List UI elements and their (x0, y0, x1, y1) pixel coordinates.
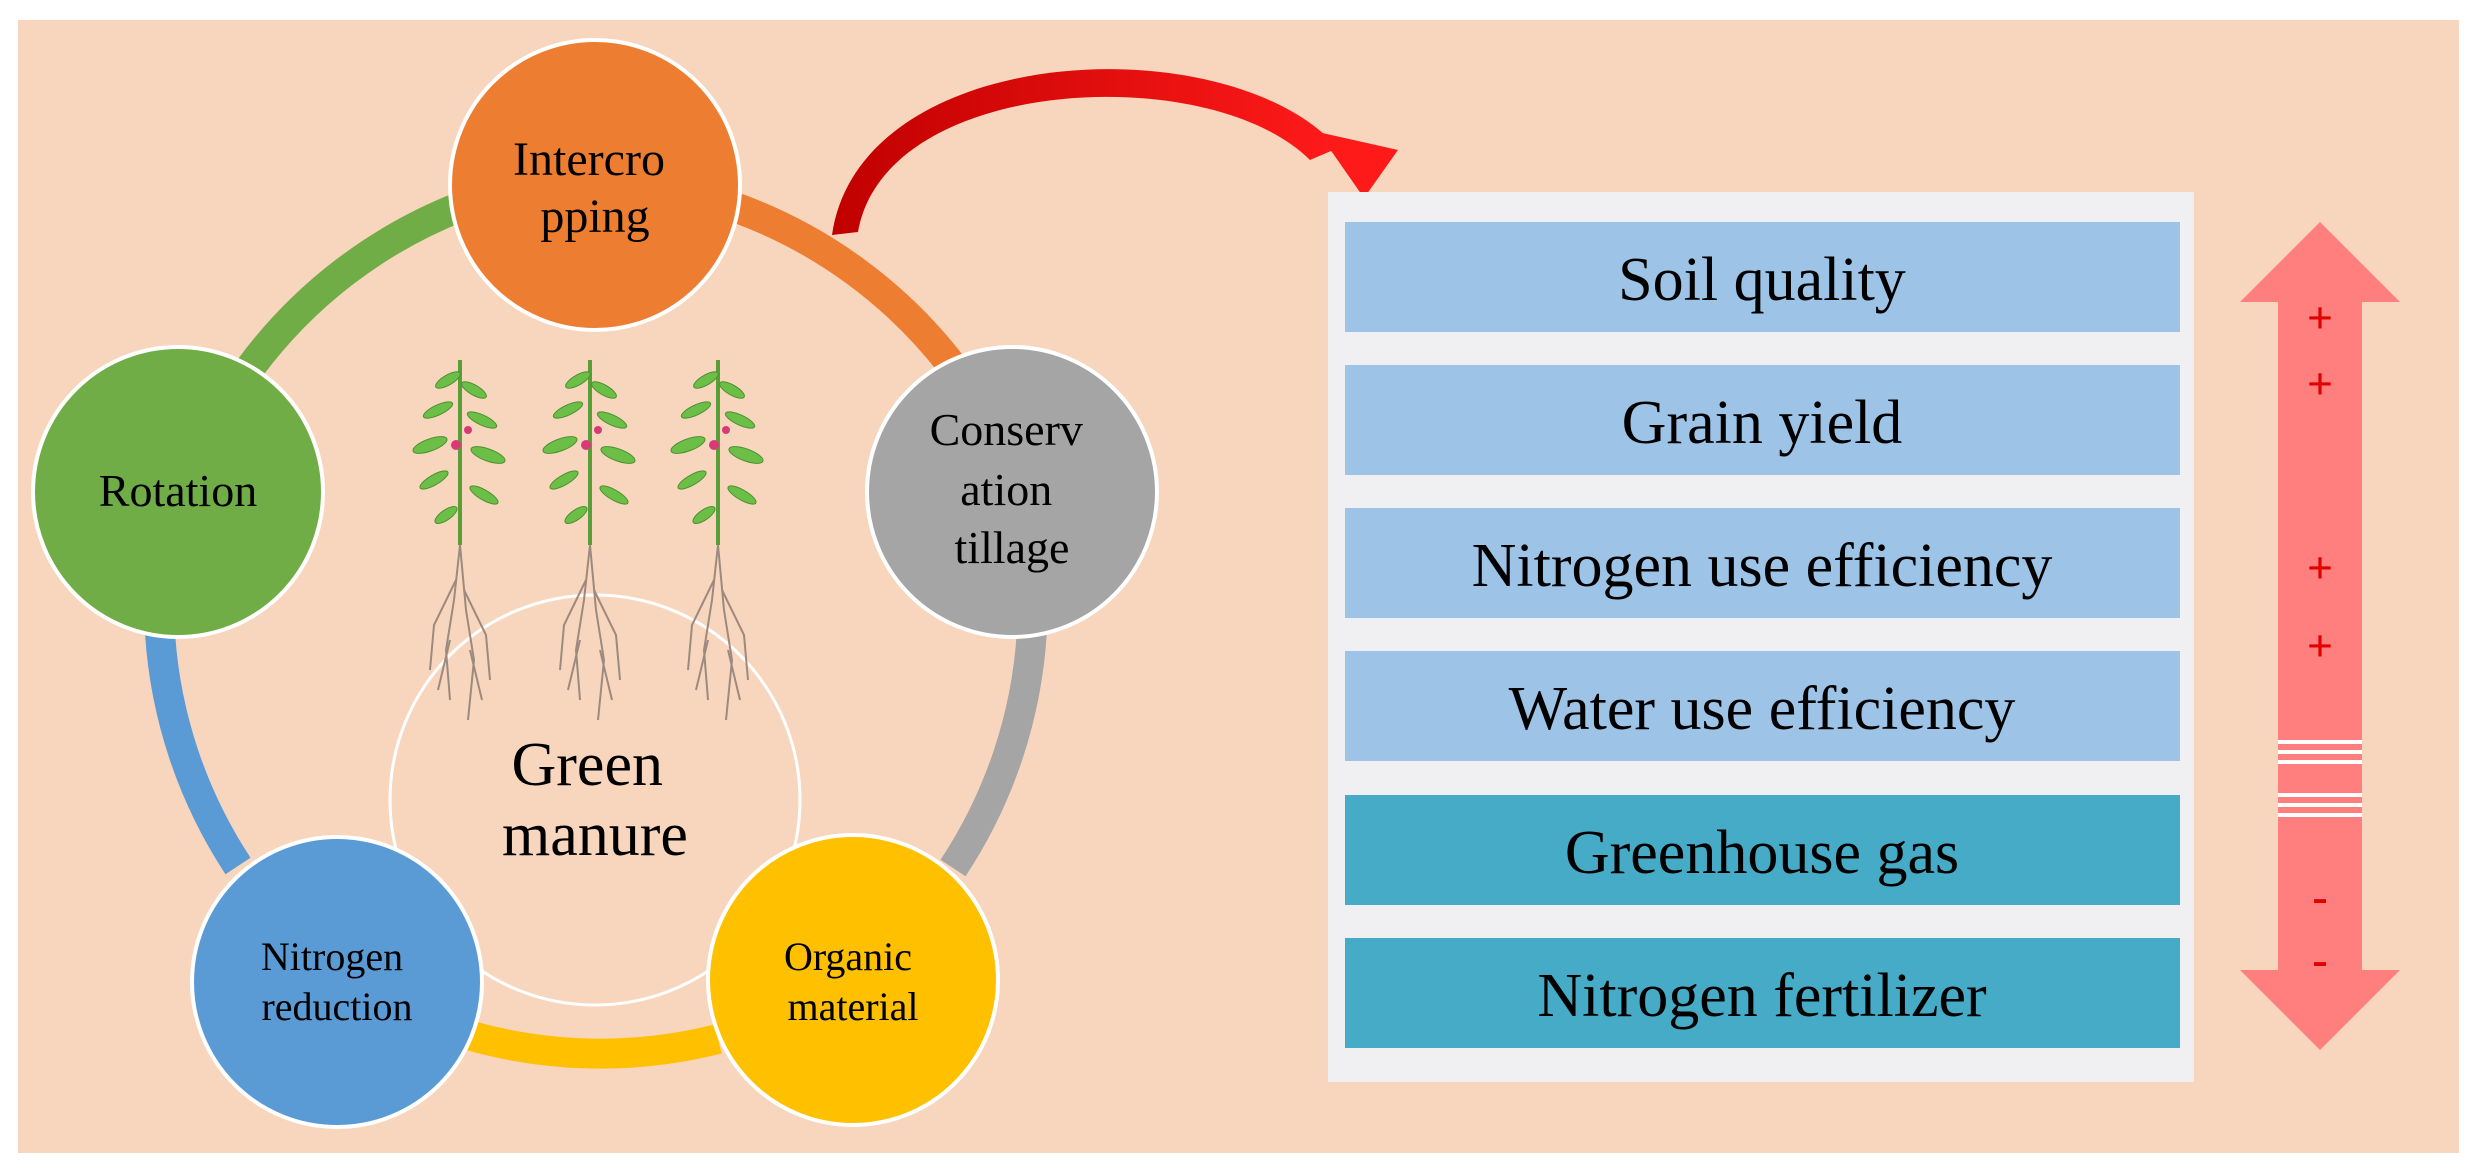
ring-arc-orange (731, 193, 962, 373)
center-label: Green manure (502, 731, 688, 869)
effect-box (1345, 508, 2180, 618)
effect-water-use-efficiency: Water use efficiency (1345, 651, 2180, 761)
double-headed-arrow-icon: + + + + - - (2240, 222, 2400, 1050)
plant-icon (412, 360, 506, 721)
ring-arc-gray (940, 628, 1047, 877)
sign-plus: + (2307, 620, 2333, 671)
plant-icon (542, 360, 636, 721)
node-label-line: ation (960, 464, 1052, 515)
effect-nitrogen-use-efficiency: Nitrogen use efficiency (1345, 508, 2180, 618)
node-label-line: tillage (955, 522, 1070, 573)
curved-red-arrow-icon (832, 69, 1398, 235)
node-circle (190, 835, 484, 1129)
node-label: Nitrogen reduction (261, 934, 413, 1029)
node-label-line: Rotation (99, 465, 257, 516)
arrow-divider (2278, 740, 2362, 817)
effect-box (1345, 365, 2180, 475)
node-label: Conserv ation tillage (930, 404, 1095, 573)
node-label-line: Organic (784, 934, 912, 979)
node-conservation-tillage: Conserv ation tillage (865, 345, 1159, 639)
node-label-line: reduction (261, 984, 412, 1029)
node-label-line: Conserv (930, 404, 1083, 455)
effect-label: Grain yield (1622, 389, 1903, 457)
plant-icon (670, 360, 764, 721)
cycle-ring (145, 192, 1047, 1069)
node-label-line: pping (540, 190, 649, 243)
center-label-line: manure (502, 801, 688, 869)
effect-label: Water use efficiency (1509, 675, 2016, 743)
node-label: Intercro pping (513, 133, 677, 243)
ring-arc-yellow (463, 1020, 722, 1069)
node-label-line: material (787, 984, 918, 1029)
effect-box (1345, 938, 2180, 1048)
effect-label: Greenhouse gas (1565, 819, 1959, 887)
sign-plus: + (2307, 542, 2333, 593)
node-label: Rotation (99, 465, 257, 516)
sign-minus: - (2312, 871, 2327, 922)
effect-label: Nitrogen fertilizer (1537, 962, 1987, 1030)
sign-minus: - (2312, 934, 2327, 985)
node-rotation: Rotation (31, 345, 325, 639)
node-organic-material: Organic material (706, 833, 1000, 1127)
node-intercropping: Intercro pping (448, 38, 742, 332)
legume-plants-illustration (412, 360, 764, 721)
node-nitrogen-reduction: Nitrogen reduction (190, 835, 484, 1129)
ring-arc-green (237, 192, 468, 377)
sign-plus: + (2307, 358, 2333, 409)
effect-box (1345, 795, 2180, 905)
node-label-line: Nitrogen (261, 934, 403, 979)
effect-box (1345, 222, 2180, 332)
effect-grain-yield: Grain yield (1345, 365, 2180, 475)
node-label-line: Intercro (513, 133, 665, 186)
node-circle (706, 833, 1000, 1127)
effect-soil-quality: Soil quality (1345, 222, 2180, 332)
node-circle (31, 345, 325, 639)
effect-label: Nitrogen use efficiency (1472, 532, 2053, 600)
effect-greenhouse-gas: Greenhouse gas (1345, 795, 2180, 905)
effect-label: Soil quality (1618, 246, 1906, 314)
node-circle (865, 345, 1159, 639)
node-label: Organic material (784, 934, 922, 1029)
effect-nitrogen-fertilizer: Nitrogen fertilizer (1345, 938, 2180, 1048)
center-label-line: Green (512, 731, 663, 799)
sign-plus: + (2307, 292, 2333, 343)
effects-panel (1328, 192, 2194, 1082)
node-circle (448, 38, 742, 332)
effect-box (1345, 651, 2180, 761)
ring-arc-blue (145, 632, 251, 875)
